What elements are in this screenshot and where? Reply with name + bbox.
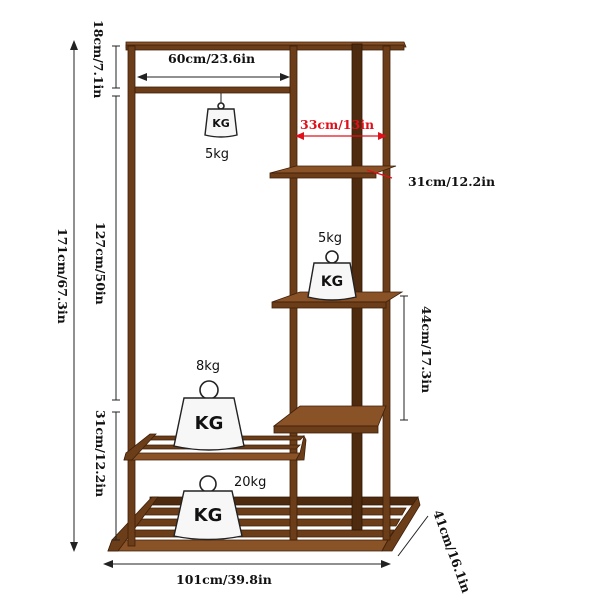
middle-front-post (289, 45, 298, 541)
kg-tag-rail: KG (212, 117, 230, 130)
hanging-rail (134, 86, 291, 94)
weight-label-lower-shelf: 8kg (196, 359, 220, 374)
weight-label-base: 20kg (234, 475, 266, 490)
left-post (127, 45, 136, 547)
dimension-lines (70, 40, 429, 568)
kg-weight-icon-lower-shelf: KG (173, 380, 245, 451)
dim-bottom-shelf-height: 31cm/12.2in (93, 410, 108, 497)
dim-overall-height: 171cm/67.3in (55, 228, 70, 324)
kg-weight-icon-rail: KG (204, 93, 238, 138)
kg-tag-base: KG (194, 505, 223, 526)
kg-tag-lower-shelf: KG (195, 413, 224, 434)
base-front-rail (107, 539, 389, 552)
base-slat-3 (129, 529, 395, 538)
weight-label-shelf: 5kg (318, 231, 342, 246)
dim-base-depth: 41cm/16.1in (430, 508, 474, 595)
kg-tag-shelf: KG (321, 274, 343, 290)
base-right-rail (381, 496, 421, 552)
kg-weight-icon-base: KG (173, 475, 243, 541)
dim-top-section-height: 18cm/7.1in (91, 20, 106, 98)
dim-base-width: 101cm/39.8in (176, 572, 272, 587)
kg-weight-icon-shelf: KG (307, 250, 357, 301)
dim-middle-height: 127cm/50in (93, 222, 108, 305)
plant-stand-frame (107, 41, 421, 552)
top-bar-front (125, 44, 405, 51)
dim-top-width: 60cm/23.6in (168, 51, 255, 66)
weight-label-rail: 5kg (205, 147, 229, 162)
shelf-top (269, 165, 397, 179)
dim-right-spacing: 44cm/17.3in (419, 306, 434, 393)
dim-shelf-depth: 31cm/12.2in (408, 174, 495, 189)
dim-shelf-width: 33cm/13in (300, 117, 374, 132)
shelf-bottom (272, 405, 387, 434)
